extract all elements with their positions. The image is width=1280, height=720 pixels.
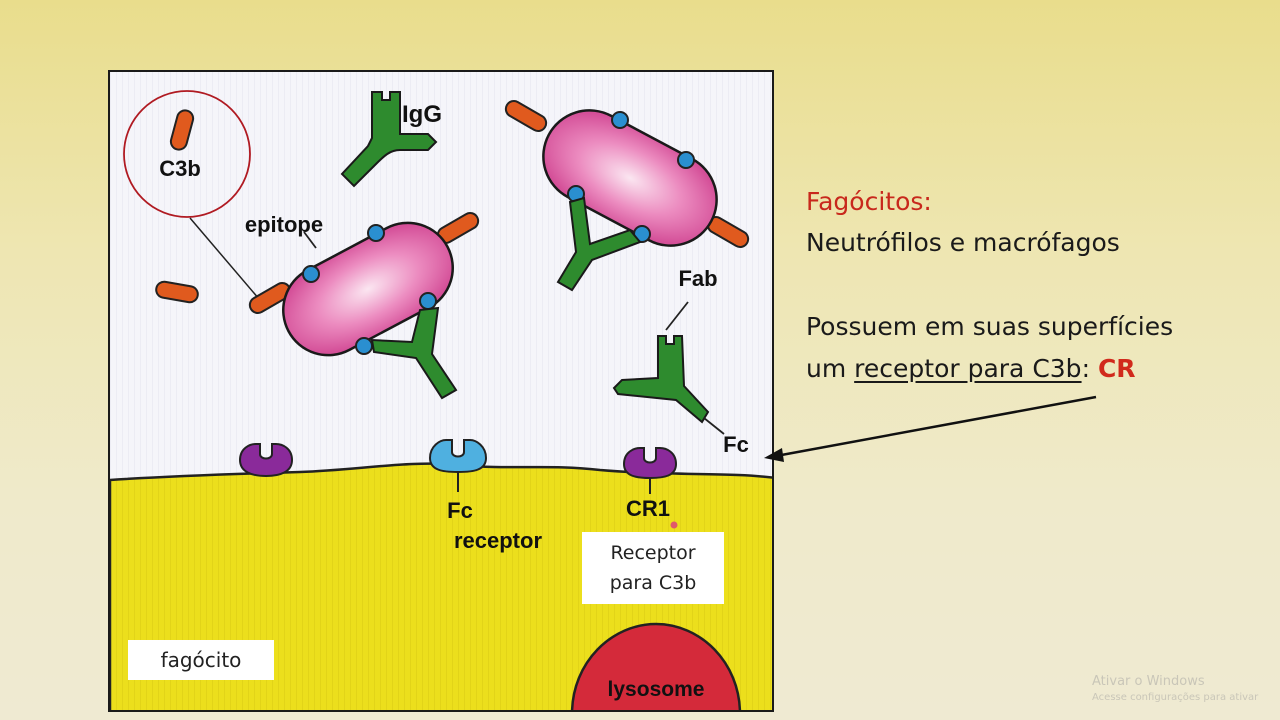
fc-receptor bbox=[428, 439, 488, 492]
receptor-box-line1: Receptor bbox=[610, 542, 696, 564]
lysosome bbox=[570, 622, 742, 710]
side-line3-prefix: um bbox=[806, 354, 855, 383]
cursor-dot bbox=[670, 521, 678, 529]
diagram-panel: lysosome Fc receptor CR1 C3b bbox=[108, 70, 774, 712]
watermark-line2: Acesse configurações para ativar bbox=[1092, 692, 1259, 703]
phagocytosis-diagram: lysosome Fc receptor CR1 C3b bbox=[110, 72, 772, 710]
side-title: Fagócitos: bbox=[806, 187, 932, 216]
cr-acronym: CR bbox=[1097, 354, 1136, 383]
fab-pointer-line bbox=[665, 301, 689, 331]
igg-free-antibody bbox=[340, 91, 438, 188]
c3b-callout-circle bbox=[123, 90, 251, 218]
fc-label: Fc bbox=[723, 432, 749, 457]
cr1-receptor-right bbox=[622, 447, 678, 494]
receptor-box-line2: para C3b bbox=[609, 572, 697, 594]
side-line-receptor: um receptor para C3b: CR bbox=[806, 354, 1136, 383]
fc-receptor-label-line2: receptor bbox=[454, 528, 542, 553]
igg-label: IgG bbox=[402, 101, 442, 128]
bacterium-right bbox=[504, 100, 750, 292]
phagocyte-label-box: fagócito bbox=[128, 640, 274, 680]
watermark-line1: Ativar o Windows bbox=[1092, 674, 1205, 689]
side-line-surfaces: Possuem em suas superfícies bbox=[806, 312, 1174, 341]
side-line3-colon: : bbox=[1081, 354, 1098, 383]
c3b-label: C3b bbox=[159, 156, 201, 181]
fc-pointer-line bbox=[703, 417, 725, 435]
side-line-neutrophils: Neutrófilos e macrófagos bbox=[806, 228, 1120, 257]
c3b-callout-fragment bbox=[169, 109, 195, 151]
bacterium-left bbox=[248, 212, 480, 400]
epitope-label: epitope bbox=[245, 212, 323, 237]
windows-activation-watermark: Ativar o Windows Acesse configurações pa… bbox=[1092, 674, 1258, 706]
igg-fab-fc-antibody bbox=[612, 335, 710, 424]
c3b-free-fragment bbox=[155, 280, 199, 304]
annotation-arrow-line bbox=[775, 395, 1097, 458]
cr1-receptor-left bbox=[238, 443, 294, 478]
receptor-phrase: receptor para C3b bbox=[854, 354, 1082, 383]
fab-label: Fab bbox=[678, 266, 717, 291]
c3b-pointer-line bbox=[189, 217, 266, 307]
lysosome-label: lysosome bbox=[608, 678, 705, 701]
cr1-label: CR1 bbox=[626, 496, 670, 521]
fc-receptor-label-line1: Fc bbox=[447, 498, 473, 523]
receptor-c3b-label-box: Receptor para C3b bbox=[582, 532, 724, 604]
